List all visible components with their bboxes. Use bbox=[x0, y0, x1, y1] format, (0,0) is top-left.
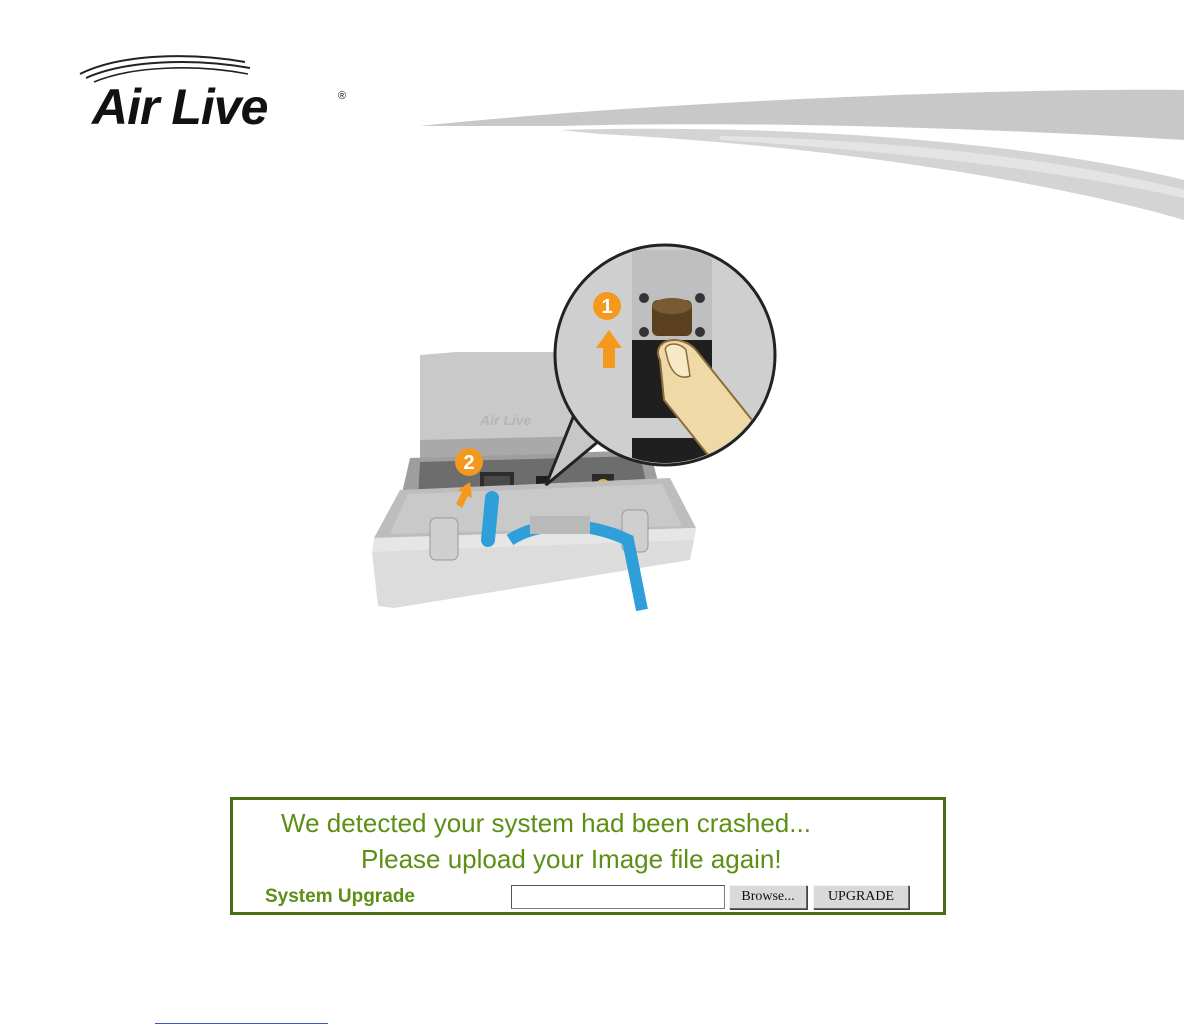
registered-mark: ® bbox=[338, 90, 346, 102]
crash-message: We detected your system had been crashed… bbox=[281, 808, 811, 839]
device-reset-illustration: Air Live 1 2 bbox=[360, 240, 790, 620]
upload-instruction: Please upload your Image file again! bbox=[361, 844, 782, 875]
recovery-panel: We detected your system had been crashed… bbox=[230, 797, 946, 915]
footer-rule bbox=[155, 1023, 328, 1024]
airlive-logo: Air Live ® bbox=[70, 52, 360, 142]
upgrade-button[interactable]: UPGRADE bbox=[813, 885, 909, 909]
logo-wordmark: Air Live bbox=[92, 78, 267, 136]
callout-2-label: 2 bbox=[463, 452, 474, 474]
browse-button[interactable]: Browse... bbox=[729, 885, 807, 909]
callout-1-label: 1 bbox=[601, 296, 612, 318]
header-swoosh bbox=[420, 80, 1184, 220]
firmware-file-input[interactable] bbox=[511, 885, 725, 909]
system-upgrade-label: System Upgrade bbox=[265, 886, 415, 908]
svg-text:Air Live: Air Live bbox=[479, 412, 532, 428]
